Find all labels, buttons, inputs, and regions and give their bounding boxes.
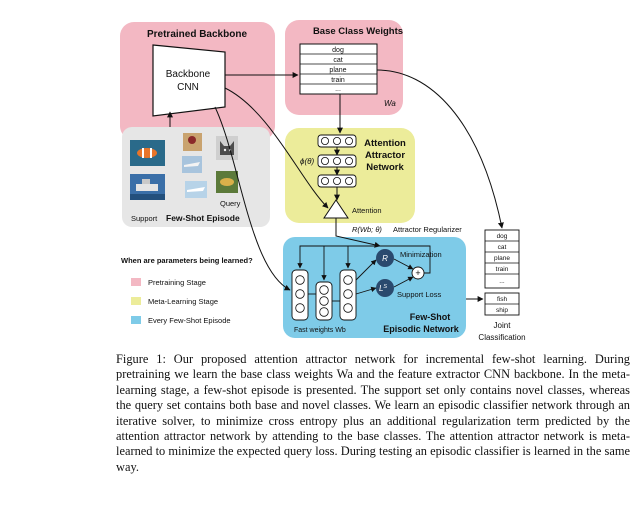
figure-caption: Figure 1: Our proposed attention attract… — [116, 352, 630, 474]
joint-label-line1: Joint — [494, 321, 512, 330]
legend-swatch-episode — [131, 316, 141, 324]
joint-row: ship — [496, 307, 508, 314]
r-node — [376, 249, 394, 267]
episodic-title-line2: Episodic Network — [383, 324, 460, 334]
attention-label: Attention — [352, 206, 382, 215]
few-shot-episode-panel: Support Query Few-Shot Episode — [122, 127, 270, 227]
base-weight-row: ... — [335, 86, 341, 93]
base-weights-title: Base Class Weights — [313, 26, 403, 37]
backbone-cnn-shape — [152, 44, 226, 117]
backbone-panel: Pretrained Backbone Backbone CNN — [120, 22, 275, 140]
backbone-panel-title: Pretrained Backbone — [147, 29, 247, 40]
attention-panel: Attention Attractor Network ϕ(θ) Attenti… — [285, 128, 415, 223]
base-weights-panel: Base Class Weights dog cat plane train .… — [285, 20, 403, 115]
episodic-network-panel: R LS + Minimization Support Loss Fast we… — [283, 237, 466, 338]
attention-title-line3: Network — [366, 162, 404, 173]
joint-row: dog — [497, 233, 508, 240]
regularizer-r-label: R(Wb; θ) — [352, 225, 382, 234]
joint-classification: dog cat plane train ... fish ship Joint … — [478, 229, 526, 342]
legend-question: When are parameters being learned? — [121, 256, 253, 265]
attention-title-line1: Attention — [364, 138, 406, 149]
minimization-label: Minimization — [400, 250, 442, 259]
base-weight-row: train — [331, 77, 345, 84]
base-weight-row: cat — [333, 57, 342, 64]
ls-node — [376, 279, 394, 297]
joint-label-line2: Classification — [478, 333, 525, 342]
support-loss-label: Support Loss — [397, 290, 441, 299]
legend-swatch-pretraining — [131, 278, 141, 286]
query-label: Query — [220, 199, 241, 208]
joint-row: plane — [494, 255, 510, 262]
joint-row: fish — [497, 296, 508, 303]
legend-label: Meta-Learning Stage — [148, 297, 218, 306]
base-weight-row: plane — [329, 67, 346, 74]
attention-title-line2: Attractor — [365, 150, 405, 161]
fast-weights-label: Fast weights Wb — [294, 327, 346, 334]
backbone-label-line2: CNN — [177, 82, 199, 93]
joint-row: ... — [499, 278, 505, 285]
joint-row: train — [496, 266, 509, 273]
regularizer-label: Attractor Regularizer — [393, 225, 462, 234]
wa-symbol: Wa — [384, 99, 396, 108]
r-node-label: R — [382, 254, 388, 263]
support-label: Support — [131, 214, 158, 223]
legend-swatch-meta — [131, 297, 141, 305]
ls-node-label: LS — [379, 284, 387, 293]
backbone-label-line1: Backbone — [166, 69, 211, 80]
legend-label: Pretraining Stage — [148, 278, 206, 287]
connectors — [167, 69, 504, 302]
legend: When are parameters being learned? Pretr… — [121, 256, 253, 325]
joint-row: cat — [498, 244, 507, 251]
plus-sign: + — [415, 268, 420, 278]
few-shot-episode-title: Few-Shot Episode — [166, 213, 240, 223]
phi-label: ϕ(θ) — [300, 157, 314, 166]
base-weight-row: dog — [332, 47, 344, 54]
figure-diagram: Pretrained Backbone Backbone CNN Base Cl… — [120, 20, 526, 342]
episodic-title-line1: Few-Shot — [410, 312, 451, 322]
legend-label: Every Few-Shot Episode — [148, 316, 231, 325]
